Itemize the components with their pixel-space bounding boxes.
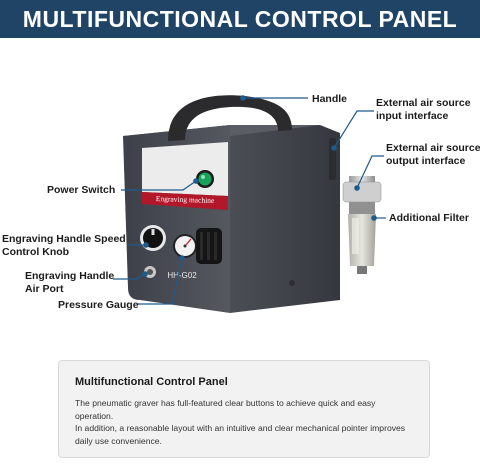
speed-control-knob[interactable]	[140, 225, 166, 251]
banner-title: MULTIFUNCTIONAL CONTROL PANEL	[22, 5, 458, 32]
label-handle: Handle	[312, 93, 348, 105]
label-air-output: External air source output interface	[386, 142, 480, 167]
panel-label: Engraving machine	[156, 194, 215, 205]
model-number: HH-G02	[167, 271, 197, 280]
callout-line-power	[121, 180, 197, 191]
label-power-switch: Power Switch	[47, 184, 116, 196]
side-inlet	[329, 138, 336, 180]
label-speed-knob: Engraving Handle Speed Control Knob	[2, 233, 126, 258]
title-banner: MULTIFUNCTIONAL CONTROL PANEL	[0, 0, 480, 38]
info-title: Multifunctional Control Panel	[75, 376, 228, 388]
info-description: The pneumatic graver has full-featured c…	[75, 397, 413, 447]
label-air-input: External air source input interface	[376, 97, 471, 122]
callout-line-air-output	[356, 155, 384, 189]
pressure-gauge	[173, 234, 197, 258]
info-line-1: The pneumatic graver has full-featured c…	[75, 398, 376, 421]
info-line-3: daily use convenience.	[75, 435, 162, 446]
carry-handle	[168, 95, 292, 141]
label-gauge: Pressure Gauge	[58, 299, 139, 311]
info-line-2: In addition, a reasonable layout with an…	[75, 423, 406, 433]
machine-illustration: Engraving machine HH-G02	[113, 95, 386, 313]
label-filter: Additional Filter	[389, 212, 469, 224]
air-filter	[342, 176, 382, 274]
panel-stripe	[142, 192, 228, 210]
label-air-port: Engraving Handle Air Port	[25, 270, 115, 295]
callout-line-air-input	[333, 110, 374, 149]
machine-side	[230, 125, 340, 313]
callout-line-gauge	[137, 257, 183, 305]
callout-line-air-port	[113, 273, 146, 280]
pressure-regulator-knob[interactable]	[196, 228, 222, 264]
side-screw	[289, 280, 295, 286]
info-card: Multifunctional Control Panel The pneuma…	[58, 360, 430, 458]
power-switch[interactable]	[196, 170, 214, 188]
